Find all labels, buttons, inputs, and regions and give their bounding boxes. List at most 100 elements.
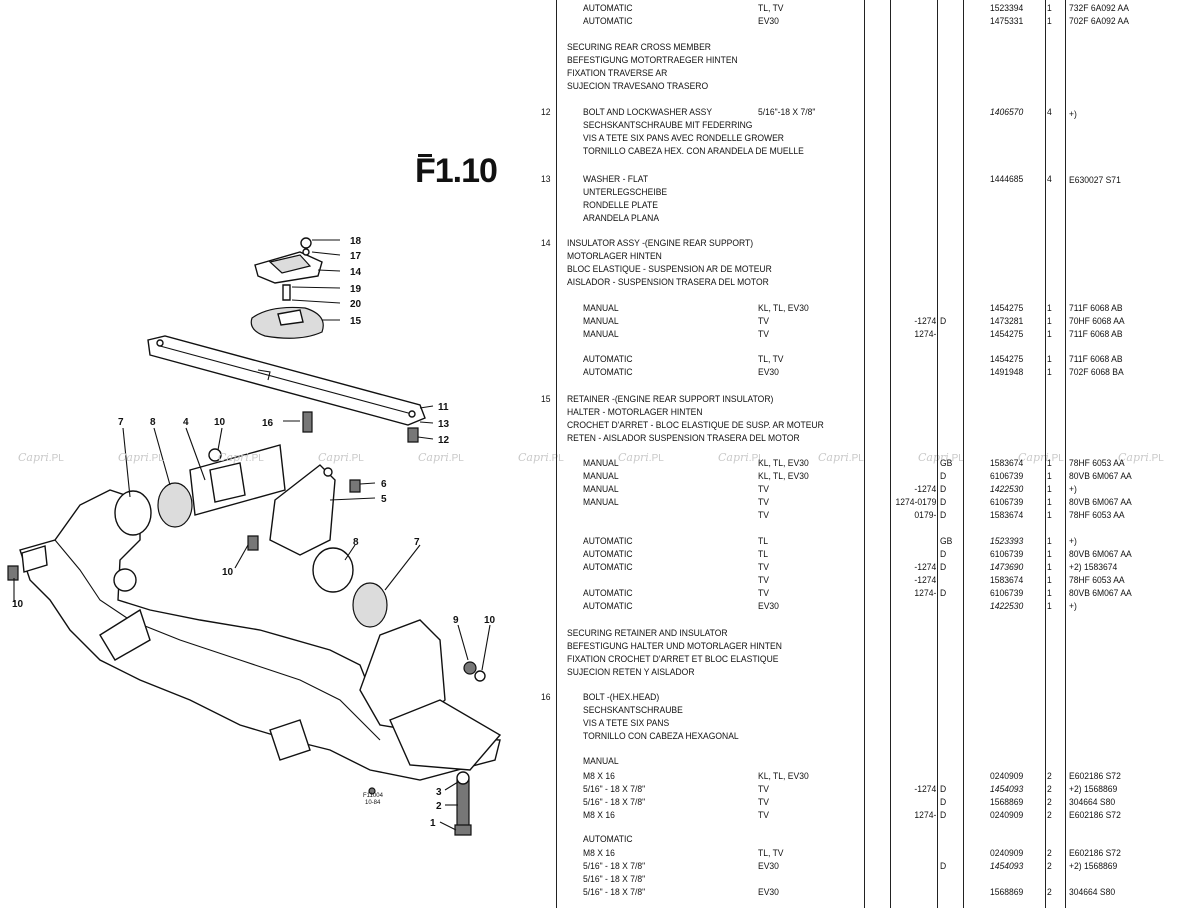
column-divider [890,0,891,908]
callout-16: 16 [262,418,274,429]
item-description: RONDELLE PLATE [583,200,658,211]
row-quantity: 2 [1047,784,1052,795]
row-part-number: 1473281 [990,316,1024,327]
row-country: D [940,549,947,560]
row-model: KL, TL, EV30 [758,771,809,782]
row-quantity: 1 [1047,536,1052,547]
item-description: BLOC ELASTIQUE - SUSPENSION AR DE MOTEUR [567,264,772,275]
row-model: TL [758,549,768,560]
row-description: 5/16" - 18 X 7/8" [583,784,646,795]
row-model: KL, TL, EV30 [758,471,809,482]
watermark: Capri.PL [918,451,964,464]
callout-7: 7 [118,417,124,428]
row-description: AUTOMATIC [583,367,633,378]
row-date-range: -1274 [914,484,936,495]
watermark: Capri.PL [218,451,264,464]
column-divider [963,0,964,908]
row-remark: E602186 S72 [1069,810,1121,821]
row-remark: 80VB 6M067 AA [1069,588,1132,599]
row-quantity: 1 [1047,16,1052,27]
row-model: EV30 [758,16,779,27]
drawing-code-line1: F11004 [363,793,384,799]
watermark: Capri.PL [1118,451,1164,464]
row-description: MANUAL [583,458,619,469]
row-remark: 78HF 6053 AA [1069,458,1125,469]
column-divider [1065,0,1066,908]
row-date-range: 1274- [914,329,936,340]
row-part-number: 1583674 [990,575,1024,586]
item-description: SECHSKANTSCHRAUBE MIT FEDERRING [583,120,753,131]
row-model: TV [758,797,769,808]
row-part-number: 1523394 [990,3,1024,14]
watermark: Capri.PL [818,451,864,464]
row-country: D [940,316,947,327]
row-remark: 711F 6068 AB [1069,354,1123,365]
row-date-range: -1274 [914,784,936,795]
row-date-range: -1274 [914,575,936,586]
row-remark: 78HF 6053 AA [1069,510,1125,521]
row-description: AUTOMATIC [583,536,633,547]
row-quantity: 1 [1047,3,1052,14]
mounts-drawing [114,444,486,836]
column-divider [556,0,557,908]
row-model: TV [758,575,769,586]
row-quantity: 2 [1047,887,1052,898]
row-quantity: 1 [1047,510,1052,521]
row-remark: 711F 6068 AB [1069,303,1123,314]
row-country: D [940,861,947,872]
row-model: TL [758,536,768,547]
row-date-range: 1274- [914,588,936,599]
row-part-number: 6106739 [990,549,1024,560]
row-country: D [940,497,947,508]
row-remark: 80VB 6M067 AA [1069,549,1132,560]
row-quantity: 1 [1047,303,1052,314]
item-description: INSULATOR ASSY -(ENGINE REAR SUPPORT) [567,238,754,249]
row-part-number: 6106739 [990,588,1024,599]
row-country: GB [940,458,953,469]
row-remark: 702F 6A092 AA [1069,16,1129,27]
callout-20: 20 [350,299,362,310]
row-country: D [940,510,947,521]
row-quantity: 1 [1047,471,1052,482]
row-part-number: 6106739 [990,497,1024,508]
item-description: RETEN - AISLADOR SUSPENSION TRASERA DEL … [567,433,800,444]
callout-11: 11 [438,402,449,413]
row-part-number: 1454093 [990,784,1024,795]
section-heading: SECURING RETAINER AND INSULATOR [567,628,728,639]
callout-19: 19 [350,284,362,295]
callout-10: 10 [12,599,24,610]
row-description: MANUAL [583,329,619,340]
row-remark: 78HF 6053 AA [1069,575,1125,586]
row-country: GB [940,536,953,547]
row-model: EV30 [758,367,779,378]
row-part-number: 1454275 [990,303,1024,314]
row-remark: 304664 S80 [1069,887,1116,898]
row-quantity: 1 [1047,329,1052,340]
section-heading: SUJECION TRAVESANO TRASERO [567,81,709,92]
row-description: MANUAL [583,484,619,495]
callout-8: 8 [353,537,359,548]
row-description: AUTOMATIC [583,834,633,845]
watermark: Capri.PL [118,451,164,464]
section-heading: SECURING REAR CROSS MEMBER [567,42,711,53]
callout-3: 3 [436,787,442,798]
item-description: SECHSKANTSCHRAUBE [583,705,683,716]
row-model: TV [758,810,769,821]
row-model: TL, TV [758,354,784,365]
item-description: BOLT -(HEX.HEAD) [583,692,660,703]
row-description: AUTOMATIC [583,549,633,560]
row-description: AUTOMATIC [583,3,633,14]
callout-10: 10 [214,417,226,428]
row-date-range: -1274 [914,562,936,573]
item-description: HALTER - MOTORLAGER HINTEN [567,407,703,418]
item-description: MOTORLAGER HINTEN [567,251,662,262]
row-model: TV [758,562,769,573]
row-description: MANUAL [583,316,619,327]
row-country: D [940,471,947,482]
section-heading: BEFESTIGUNG HALTER UND MOTORLAGER HINTEN [567,641,782,652]
row-part-number: 1568869 [990,797,1024,808]
row-description: AUTOMATIC [583,562,633,573]
row-part-number: 1454275 [990,354,1024,365]
